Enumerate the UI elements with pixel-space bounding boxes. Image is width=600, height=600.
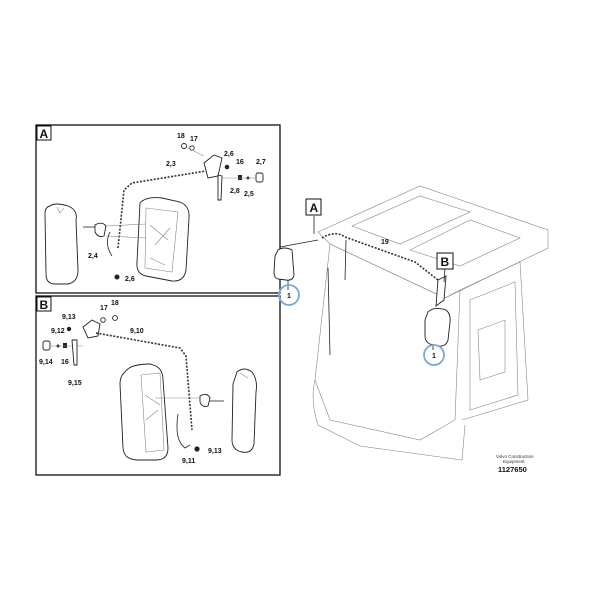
mirror-right	[424, 307, 451, 347]
callout-17: 17	[100, 305, 108, 312]
callout-9-13-lower: 9,13	[208, 448, 222, 455]
mirror-glass-a	[44, 203, 79, 285]
marker-a-box[interactable]	[305, 198, 322, 216]
drawing-number: 1127650	[498, 465, 527, 474]
callout-2-6-lower: 2,6	[125, 276, 135, 283]
detail-b-title: B	[40, 298, 49, 312]
marker-b-box[interactable]	[436, 252, 454, 270]
marker-b[interactable]: B	[441, 255, 450, 269]
detail-b-panel: B 17 18 9,13 9,12 9,10 9,14 16 9,15	[35, 295, 281, 476]
highlight-circle-left[interactable]	[278, 284, 300, 306]
wire-harness-19	[321, 232, 439, 281]
callout-9-11: 9,11	[182, 458, 195, 465]
callout-2-7: 2,7	[256, 159, 266, 166]
callout-2-6: 2,6	[224, 151, 234, 158]
callout-2-8: 2,8	[230, 188, 240, 195]
highlight-circle-right[interactable]	[423, 344, 445, 366]
detail-a-panel: A 18 17 2,3 2,6 16 2,7 2,8 2	[35, 124, 281, 294]
callout-2-4: 2,4	[88, 253, 98, 260]
callout-2-5: 2,5	[244, 191, 254, 198]
callout-9-12: 9,12	[51, 328, 65, 335]
callout-18: 18	[177, 133, 185, 140]
callout-9-15: 9,15	[68, 380, 82, 387]
mirror-arm-b	[95, 332, 193, 431]
mirror-housing-a	[136, 197, 190, 282]
marker-a[interactable]: A	[310, 201, 319, 215]
detail-a-title: A	[40, 127, 49, 141]
brand-line-1: Volvo Construction	[496, 454, 534, 459]
callout-17: 17	[190, 136, 198, 143]
callout-9-10: 9,10	[130, 328, 144, 335]
callout-18: 18	[111, 300, 119, 307]
callout-1-right[interactable]: 1	[432, 353, 436, 360]
brand-line-2: Equipment	[503, 459, 525, 464]
cab-overview: A B 19 1 1	[273, 185, 549, 461]
mirror-housing-b	[119, 363, 169, 461]
callout-9-14: 9,14	[39, 359, 53, 366]
callout-2-3: 2,3	[166, 161, 176, 168]
mirror-glass-b	[231, 368, 257, 453]
callout-16: 16	[236, 159, 244, 166]
mirror-left	[273, 247, 295, 281]
callout-9-13: 9,13	[62, 314, 76, 321]
callout-19: 19	[381, 239, 389, 246]
callout-16: 16	[61, 359, 69, 366]
callout-1-left[interactable]: 1	[287, 293, 291, 300]
